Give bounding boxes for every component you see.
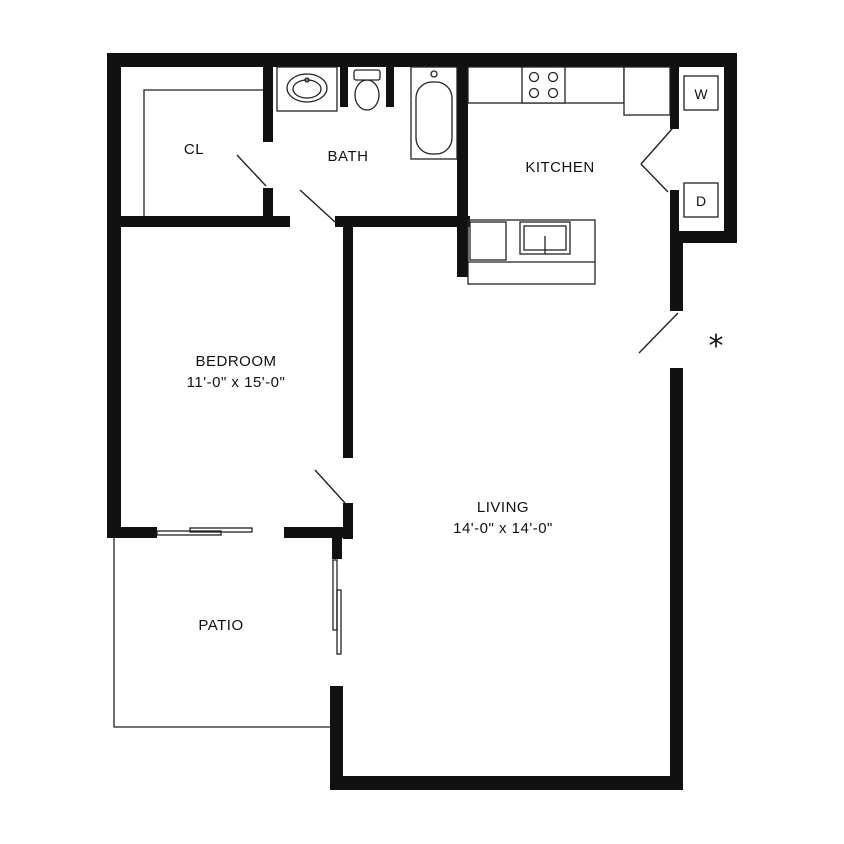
wall-top [107,53,737,67]
laundry-door-a [640,128,673,165]
sink-drain [304,77,310,83]
burner-2 [547,71,559,83]
wall-bottom [330,776,683,790]
wall-bed-living-upper [343,216,353,458]
bathtub-icon [410,66,458,160]
sink-basin [292,79,322,99]
laundry: W D [683,75,719,218]
washer-icon [683,75,719,111]
wall-bed-living-lower [343,503,353,539]
bedroom-slider-b [189,527,253,533]
laundry-door-b [640,163,669,193]
patio-outline [113,538,330,728]
wall-patio-post [332,527,342,559]
burner-3 [528,87,540,99]
tub-faucet [430,70,438,78]
burner-1 [528,71,540,83]
entry-door [638,312,679,354]
closet-door [236,154,267,187]
wall-bed-bottom-right [284,527,353,538]
wall-toilet-right [386,67,394,107]
bedroom-door [314,469,346,504]
dishwasher-icon [469,221,507,261]
sink-icon [286,73,328,103]
room-label-living: LIVING [477,499,529,516]
bath-door [299,189,336,223]
bath-vanity [276,66,338,112]
wall-bottom-left-post [330,686,343,790]
wall-right-lower-b [670,368,683,790]
doors [156,128,679,655]
dryer-icon [683,182,719,218]
wall-right-step [670,231,737,243]
walls [107,53,737,790]
wall-laundry-lower [670,190,679,243]
kitchen-island [467,219,596,285]
dryer-label: D [696,193,706,209]
wall-laundry-upper [670,67,679,129]
bathtub-basin [415,81,453,155]
bath-fixtures [276,66,458,160]
wall-bed-bottom-left [107,527,157,538]
bedroom-slider-a [156,530,222,536]
wall-bath-bottom [335,216,470,227]
room-size-bedroom: 11'-0" x 15'-0" [187,374,286,391]
toilet-tank [353,69,381,81]
wall-closet-bath-lower [263,188,273,218]
room-label-kitchen: KITCHEN [525,159,594,176]
kitchen-fixtures [467,66,671,285]
room-label-closet: CL [184,141,204,158]
wall-toilet-left [340,67,348,107]
wall-right-lower-a [670,231,683,311]
patio-slider-b [336,589,342,655]
wall-left [107,53,121,537]
room-size-living: 14'-0" x 14'-0" [453,520,553,537]
entry-marker-icon: * [709,329,724,364]
refrigerator-icon [623,66,671,116]
range-icon [521,66,566,104]
wall-bath-kitchen [457,67,468,277]
closet-shelf [143,89,263,216]
room-label-patio: PATIO [198,617,243,634]
wall-closet-bath-upper [263,67,273,142]
toilet-icon [354,79,380,111]
wall-bed-top-left [121,216,290,227]
room-label-bedroom: BEDROOM [195,353,276,370]
room-label-bath: BATH [328,148,369,165]
washer-label: W [694,86,708,102]
burner-4 [547,87,559,99]
wall-right-upper [724,53,737,243]
